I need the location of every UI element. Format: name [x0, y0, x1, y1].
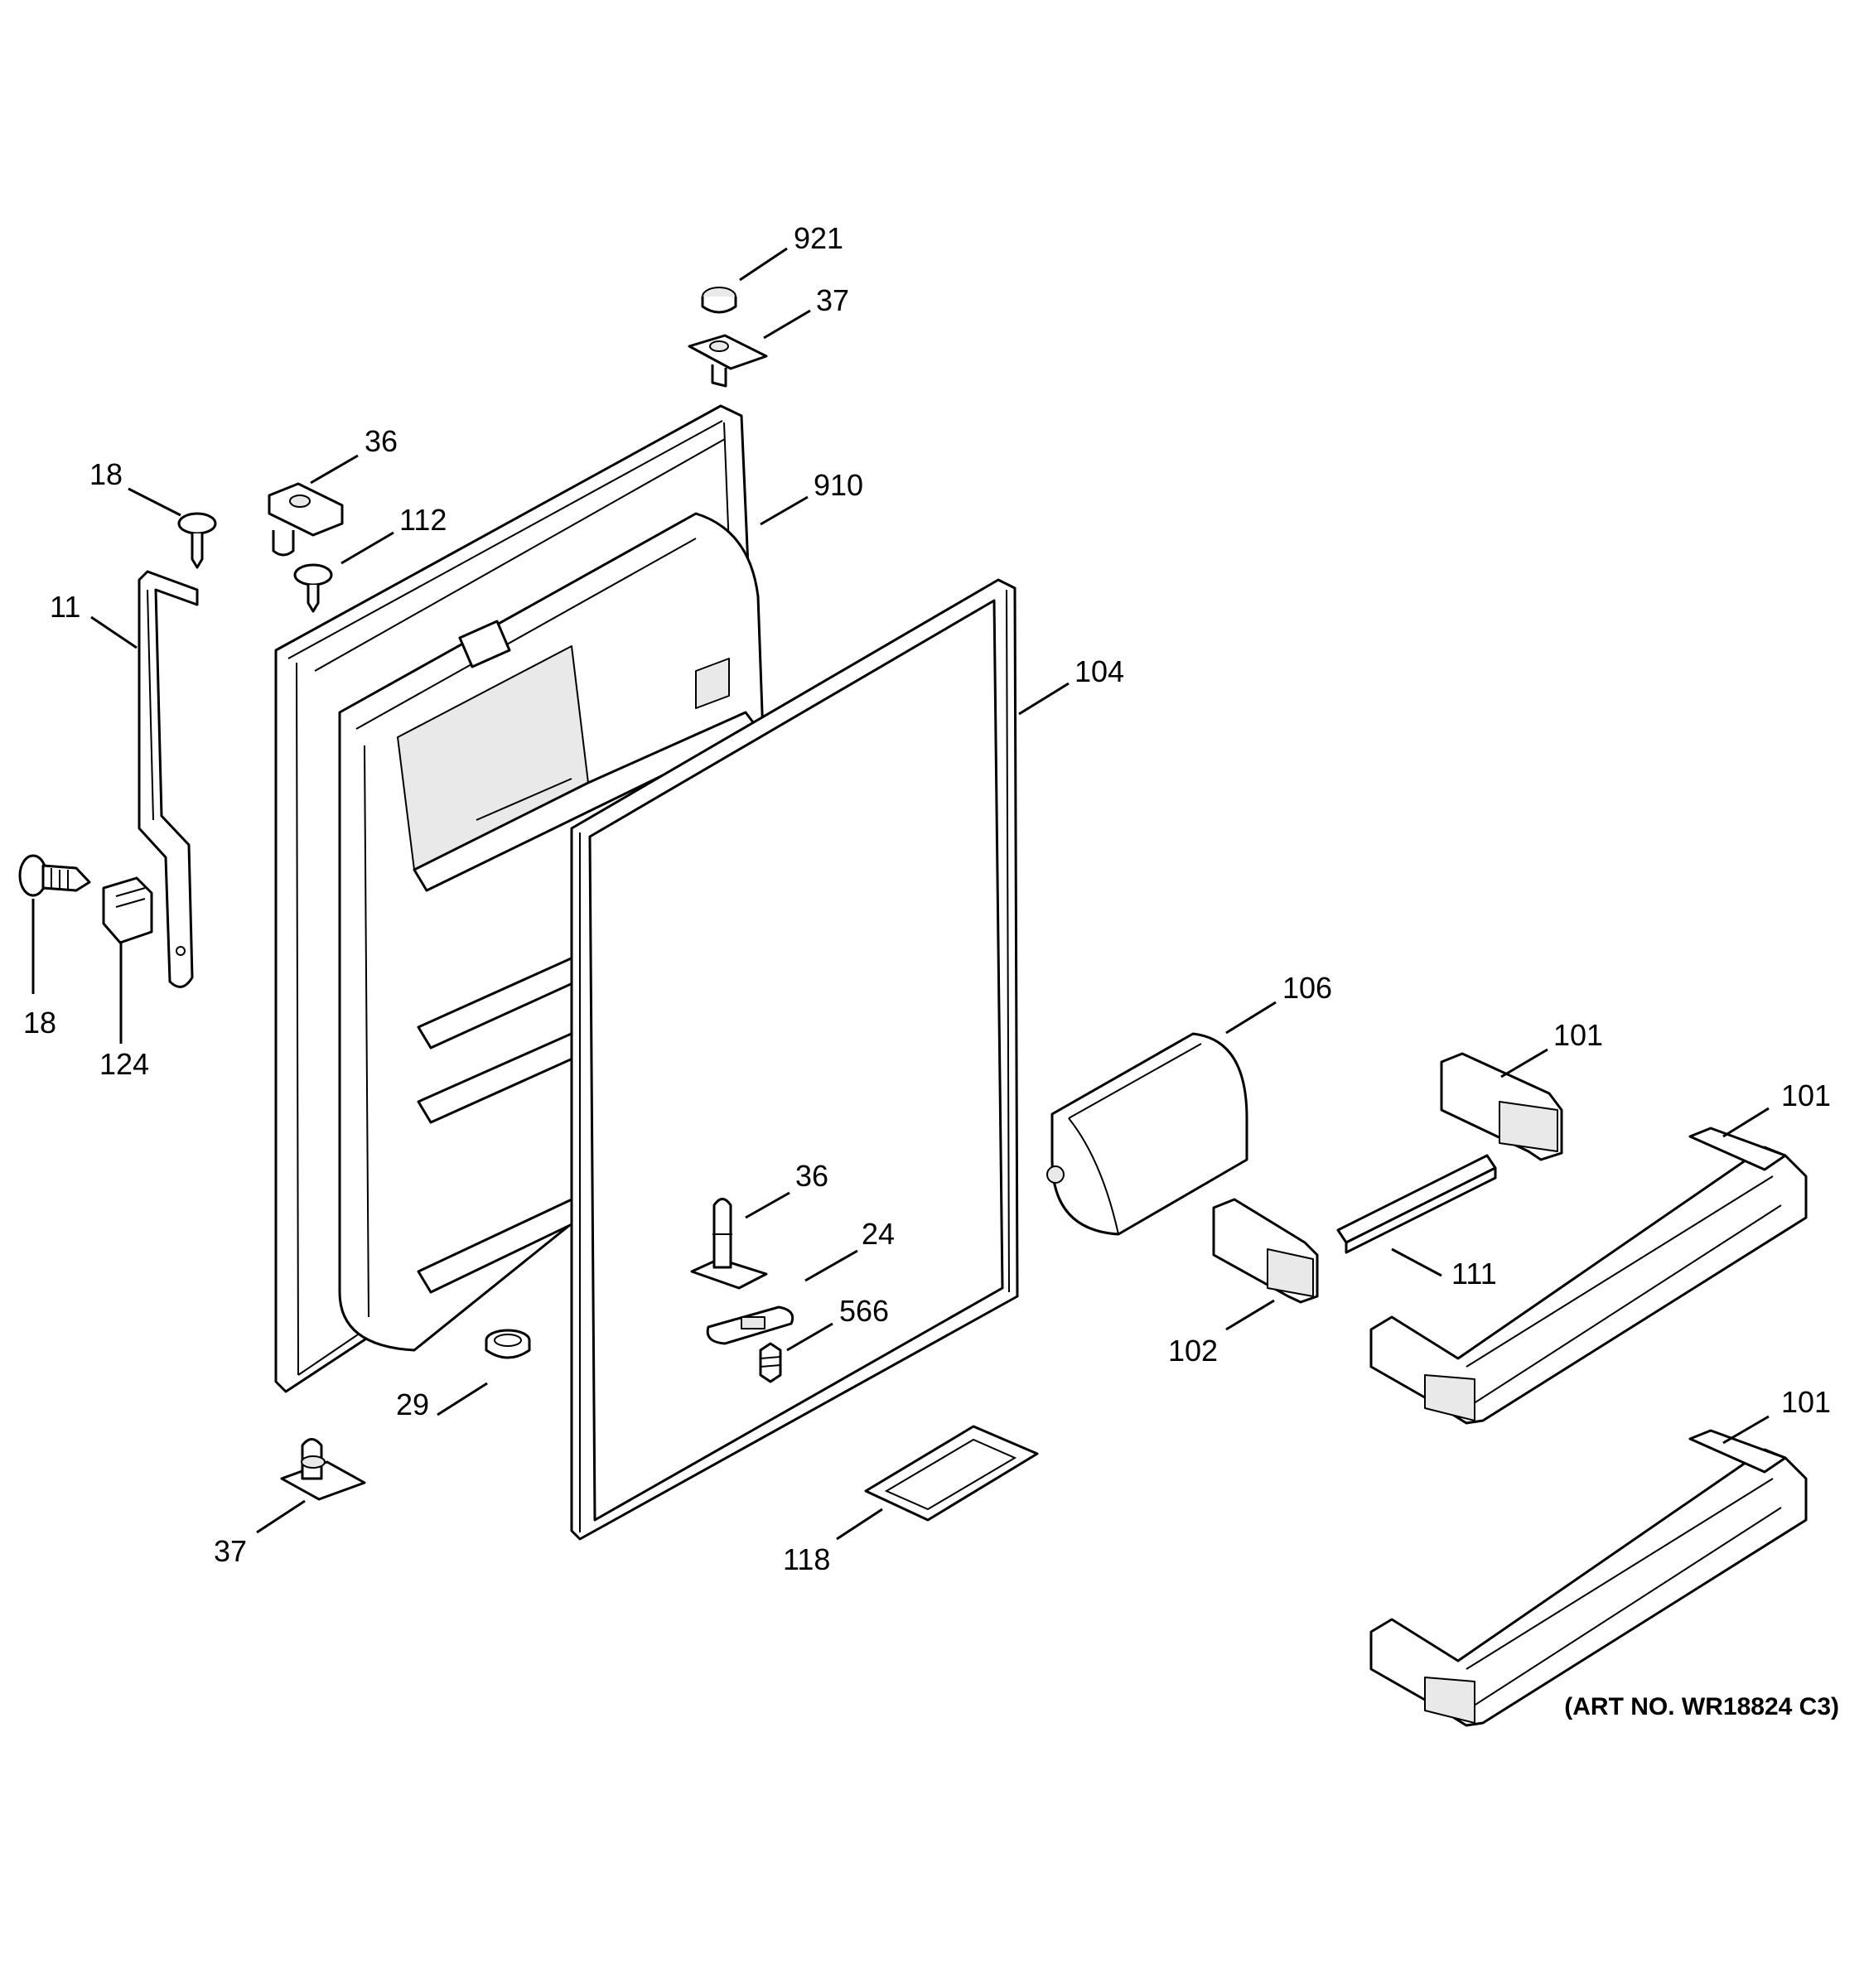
callout-111: 111 [1451, 1257, 1497, 1291]
part-101-bottom-bin [1369, 1429, 1808, 1727]
part-104-gasket [570, 578, 1019, 1541]
part-29-bushing [485, 1329, 531, 1359]
callout-102: 102 [1168, 1334, 1218, 1368]
leader-lines [31, 247, 1770, 1541]
callout-24: 24 [862, 1217, 895, 1251]
callout-37-bottom: 37 [214, 1534, 247, 1568]
part-24-hinge-plate [706, 1305, 794, 1345]
callout-101-bottom: 101 [1781, 1385, 1831, 1419]
callout-101-middle: 101 [1781, 1078, 1831, 1112]
part-11-handle [138, 570, 199, 988]
part-124-clip [102, 876, 153, 944]
callout-921: 921 [794, 221, 843, 255]
callout-101-top: 101 [1553, 1018, 1603, 1052]
part-37-top-hinge [688, 334, 768, 388]
part-106-dairy-door [1046, 1032, 1248, 1236]
callout-118: 118 [783, 1542, 830, 1576]
part-111-rail [1336, 1154, 1497, 1254]
part-118-tray [864, 1425, 1039, 1522]
callout-910: 910 [814, 468, 863, 502]
art-number: (ART NO. WR18824 C3) [1564, 1693, 1839, 1720]
part-921-plug [701, 287, 737, 314]
callout-112: 112 [399, 503, 447, 537]
callout-18-left: 18 [23, 1006, 56, 1040]
part-37-bottom-hinge [280, 1438, 366, 1501]
callout-37-top: 37 [816, 283, 849, 317]
part-18-top-screw [177, 512, 217, 569]
part-18-left-screw [18, 854, 91, 897]
callout-11: 11 [50, 590, 80, 624]
part-112-screw [293, 563, 333, 613]
callout-106: 106 [1282, 971, 1332, 1005]
callout-566: 566 [839, 1294, 889, 1328]
callout-labels: 921 37 36 18 910 112 11 104 18 124 106 1… [23, 221, 1831, 1576]
callout-29: 29 [396, 1387, 429, 1421]
part-566-screw [759, 1342, 782, 1383]
callout-104: 104 [1074, 654, 1124, 688]
callout-124: 124 [99, 1047, 149, 1081]
part-101-end-cap [1440, 1052, 1563, 1161]
part-101-middle-bin [1369, 1127, 1808, 1425]
callout-18-top: 18 [89, 457, 123, 491]
part-36-bottom-hinge-pin [690, 1198, 768, 1290]
callout-36-bottom: 36 [795, 1159, 828, 1193]
part-102-end-cap [1212, 1198, 1319, 1304]
part-36-top-hinge-pin [268, 482, 344, 557]
callout-36-top: 36 [365, 424, 398, 458]
